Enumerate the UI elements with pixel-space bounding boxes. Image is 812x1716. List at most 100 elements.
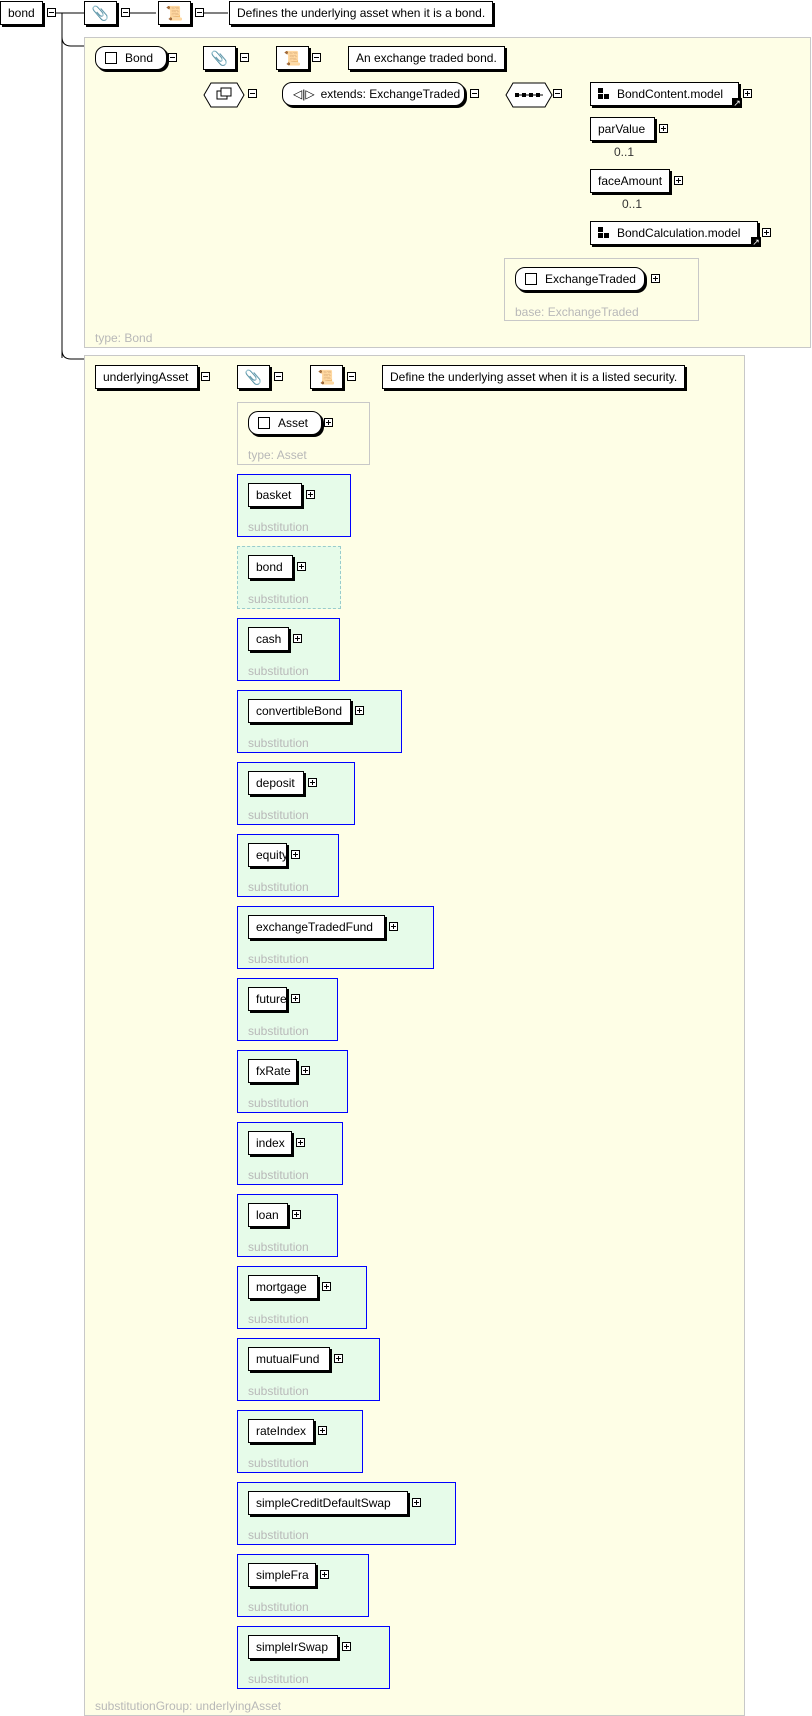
- expand-toggle-simpleirswap[interactable]: [342, 1642, 351, 1651]
- extends-exchangetraded[interactable]: ◁|▷extends: ExchangeTraded: [282, 82, 465, 106]
- bond-type-name: Bond: [125, 51, 154, 65]
- documentation-collapse-toggle[interactable]: [195, 8, 204, 17]
- underlying-attachment-toggle[interactable]: [274, 372, 283, 381]
- expand-toggle-mutualfund[interactable]: [334, 1354, 343, 1363]
- substitution-label: substitution: [248, 1384, 309, 1398]
- expand-toggle-rateindex[interactable]: [318, 1426, 327, 1435]
- underlying-documentation-toggle[interactable]: [347, 372, 356, 381]
- base-type-expand-toggle[interactable]: [651, 274, 660, 283]
- expand-toggle-exchangetradedfund[interactable]: [389, 922, 398, 931]
- group-ref-label: BondContent.model: [617, 87, 724, 101]
- element-simplecreditdefaultswap[interactable]: simpleCreditDefaultSwap: [248, 1491, 408, 1515]
- expand-toggle-convertiblebond[interactable]: [355, 706, 364, 715]
- element-label: exchangeTradedFund: [256, 920, 373, 934]
- expand-toggle-bond[interactable]: [297, 562, 306, 571]
- element-underlyingasset[interactable]: underlyingAsset: [95, 365, 198, 389]
- model-group-icon: [598, 227, 609, 239]
- substitution-label: substitution: [248, 1672, 309, 1686]
- element-label: mutualFund: [256, 1352, 320, 1366]
- complex-type-icon: [258, 416, 270, 429]
- bond-documentation-toggle[interactable]: [312, 53, 321, 62]
- element-parvalue[interactable]: parValue: [590, 117, 655, 141]
- element-label: bond: [256, 560, 283, 574]
- expand-toggle-simplecreditdefaultswap[interactable]: [412, 1498, 421, 1507]
- element-label: loan: [256, 1208, 279, 1222]
- expand-toggle-future[interactable]: [291, 994, 300, 1003]
- element-label: simpleFra: [256, 1568, 309, 1582]
- attachment-icon: 📎: [203, 46, 236, 70]
- expand-toggle-loan[interactable]: [292, 1210, 301, 1219]
- substitution-label: substitution: [248, 1600, 309, 1614]
- complex-type-asset[interactable]: Asset: [248, 411, 322, 435]
- attachment-collapse-toggle[interactable]: [121, 8, 130, 17]
- element-convertiblebond[interactable]: convertibleBond: [248, 699, 351, 723]
- bond-type-documentation-text: An exchange traded bond.: [356, 51, 497, 65]
- element-cash[interactable]: cash: [248, 627, 289, 651]
- expand-toggle-equity[interactable]: [291, 850, 300, 859]
- expand-toggle-cash[interactable]: [293, 634, 302, 643]
- element-label: cash: [256, 632, 282, 646]
- complex-content-toggle[interactable]: [248, 89, 257, 98]
- expand-toggle-deposit[interactable]: [308, 778, 317, 787]
- element-rateindex[interactable]: rateIndex: [248, 1419, 314, 1443]
- root-collapse-toggle[interactable]: [47, 8, 56, 17]
- element-mutualfund[interactable]: mutualFund: [248, 1347, 330, 1371]
- attachment-icon: 📎: [84, 1, 117, 25]
- substitution-group-label: substitutionGroup: underlyingAsset: [95, 1699, 282, 1713]
- expand-toggle-basket[interactable]: [306, 490, 315, 499]
- element-future[interactable]: future: [248, 987, 287, 1011]
- element-equity[interactable]: equity: [248, 843, 288, 867]
- faceamount-occurs: 0..1: [622, 197, 643, 211]
- bondcontent-expand-toggle[interactable]: [743, 89, 752, 98]
- base-complex-type-exchangetraded[interactable]: ExchangeTraded: [515, 267, 645, 291]
- expand-toggle-simplefra[interactable]: [320, 1570, 329, 1579]
- substitution-label: substitution: [248, 808, 309, 822]
- substitution-label: substitution: [248, 592, 309, 606]
- expand-toggle-fxrate[interactable]: [301, 1066, 310, 1075]
- asset-expand-toggle[interactable]: [324, 418, 333, 427]
- element-simpleirswap[interactable]: simpleIrSwap: [248, 1635, 338, 1659]
- group-ref-bondcalculation-model[interactable]: BondCalculation.model: [590, 221, 758, 245]
- element-faceamount[interactable]: faceAmount: [590, 169, 670, 193]
- element-label: fxRate: [256, 1064, 291, 1078]
- sequence-toggle[interactable]: [553, 89, 562, 98]
- element-mortgage[interactable]: mortgage: [248, 1275, 318, 1299]
- faceamount-expand-toggle[interactable]: [674, 176, 683, 185]
- element-exchangetradedfund[interactable]: exchangeTradedFund: [248, 915, 385, 939]
- bond-type-toggle[interactable]: [168, 53, 177, 62]
- faceamount-label: faceAmount: [598, 174, 663, 188]
- group-ref-label: BondCalculation.model: [617, 226, 741, 240]
- element-fxrate[interactable]: fxRate: [248, 1059, 297, 1083]
- complex-type-icon: [525, 272, 537, 285]
- substitution-label: substitution: [248, 1168, 309, 1182]
- root-documentation: Defines the underlying asset when it is …: [229, 1, 494, 25]
- element-bond[interactable]: bond: [248, 555, 293, 579]
- element-index[interactable]: index: [248, 1131, 292, 1155]
- substitution-label: substitution: [248, 1312, 309, 1326]
- element-loan[interactable]: loan: [248, 1203, 288, 1227]
- extends-toggle[interactable]: [470, 89, 479, 98]
- group-ref-bondcontent-model[interactable]: BondContent.model: [590, 82, 739, 106]
- substitution-label: substitution: [248, 1528, 309, 1542]
- element-simplefra[interactable]: simpleFra: [248, 1563, 316, 1587]
- underlyingasset-toggle[interactable]: [201, 372, 210, 381]
- element-label: basket: [256, 488, 292, 502]
- bond-complex-type[interactable]: Bond: [95, 46, 167, 70]
- bond-attachment-toggle[interactable]: [240, 53, 249, 62]
- underlying-documentation: Define the underlying asset when it is a…: [382, 365, 686, 389]
- bondcalculation-expand-toggle[interactable]: [762, 228, 771, 237]
- element-deposit[interactable]: deposit: [248, 771, 304, 795]
- substitution-label: substitution: [248, 736, 309, 750]
- reference-arrow-icon: ↗: [751, 237, 761, 247]
- complex-content-icon: [203, 82, 245, 108]
- element-basket[interactable]: basket: [248, 483, 302, 507]
- expand-toggle-index[interactable]: [296, 1138, 305, 1147]
- underlyingasset-label: underlyingAsset: [103, 370, 189, 384]
- bond-type-documentation: An exchange traded bond.: [348, 46, 505, 70]
- element-label: mortgage: [256, 1280, 307, 1294]
- root-element-bond[interactable]: bond: [0, 1, 43, 25]
- parvalue-expand-toggle[interactable]: [659, 124, 668, 133]
- expand-toggle-mortgage[interactable]: [322, 1282, 331, 1291]
- complex-type-icon: [105, 51, 117, 64]
- substitution-label: substitution: [248, 664, 309, 678]
